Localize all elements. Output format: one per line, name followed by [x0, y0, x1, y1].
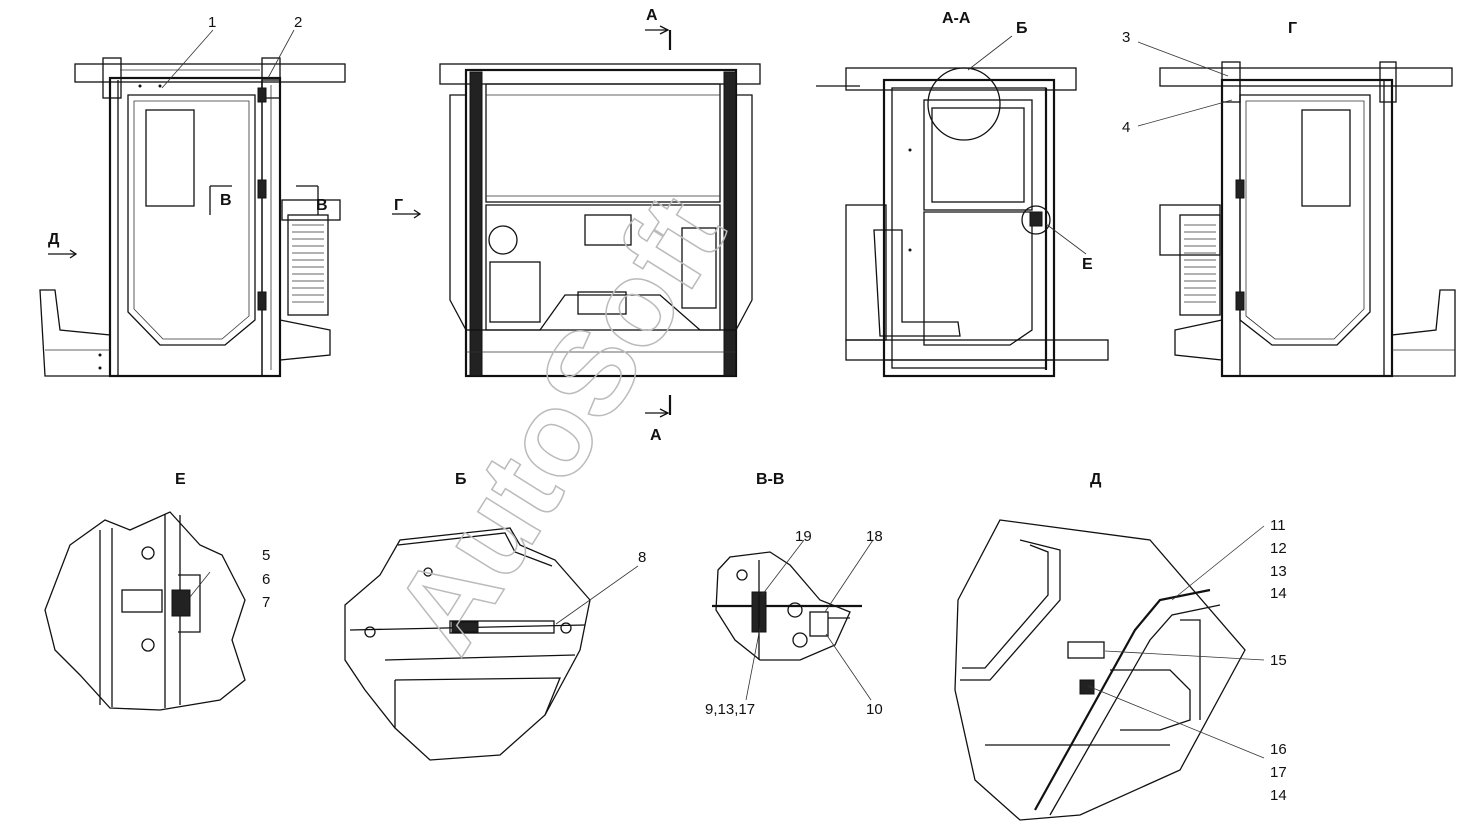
- callout-6: 6: [262, 571, 270, 588]
- detail-e: [44, 511, 246, 711]
- marker-g-arrow: Г: [394, 197, 403, 214]
- label-section-vv: В-В: [756, 471, 784, 488]
- detail-d: [954, 519, 1246, 821]
- side-view-left: [39, 57, 346, 378]
- callout-14-bottom: 14: [1270, 787, 1287, 804]
- callout-1: 1: [208, 14, 216, 31]
- callout-11: 11: [1270, 517, 1286, 534]
- callout-16: 16: [1270, 741, 1287, 758]
- detail-b: [344, 527, 591, 761]
- marker-a-top: А: [646, 7, 658, 24]
- callout-4: 4: [1122, 119, 1130, 136]
- callout-12: 12: [1270, 540, 1287, 557]
- callout-17: 17: [1270, 764, 1287, 781]
- marker-v-left: В: [220, 192, 232, 209]
- leader-lines: [161, 29, 1265, 759]
- callout-2: 2: [294, 14, 302, 31]
- watermark: AutoSoft: [368, 173, 750, 674]
- callout-9-13-17: 9,13,17: [705, 701, 755, 718]
- marker-arrows: [48, 25, 670, 418]
- callout-18: 18: [866, 528, 883, 545]
- side-view-right: [1159, 61, 1456, 378]
- label-view-g: Г: [1288, 20, 1297, 37]
- callout-7: 7: [262, 594, 270, 611]
- callout-8: 8: [638, 549, 646, 566]
- callout-13: 13: [1270, 563, 1287, 580]
- marker-b-aa: Б: [1016, 20, 1028, 37]
- callout-19: 19: [795, 528, 812, 545]
- marker-e-aa: Е: [1082, 256, 1093, 273]
- callout-numbers: 1 2 3 4 5 6 7 8 9,13,17 10 11 12 13 14 1…: [208, 14, 1287, 804]
- callout-5: 5: [262, 547, 270, 564]
- marker-d-arrow: Д: [48, 231, 60, 248]
- section-aa-view: [816, 67, 1109, 378]
- section-vv: [712, 551, 862, 661]
- label-section-aa: А-А: [942, 10, 971, 27]
- callout-14-top: 14: [1270, 585, 1287, 602]
- callout-10: 10: [866, 701, 883, 718]
- marker-v-right: В: [316, 197, 328, 214]
- marker-a-bottom: А: [650, 427, 662, 444]
- label-view-e: Е: [175, 471, 186, 488]
- callout-15: 15: [1270, 652, 1287, 669]
- label-view-b: Б: [455, 471, 467, 488]
- label-view-d: Д: [1090, 471, 1102, 488]
- callout-3: 3: [1122, 29, 1130, 46]
- front-view: [392, 29, 761, 415]
